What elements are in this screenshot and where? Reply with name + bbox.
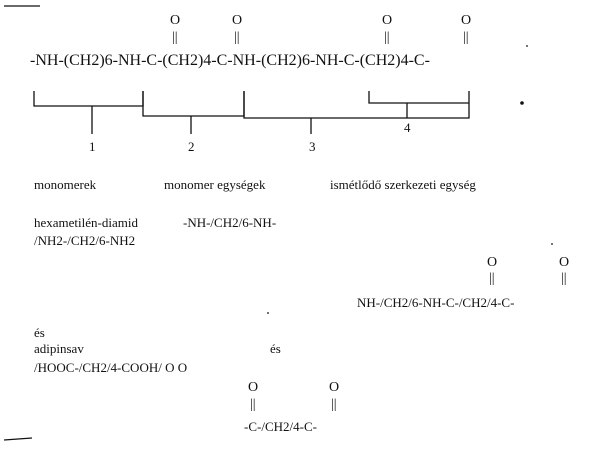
adipic-unit-formula: -C-/CH2/4-C-: [244, 419, 317, 434]
double-bond: ||: [463, 30, 469, 45]
carbonyl-oxygen: O: [248, 380, 259, 395]
carbonyl-oxygen: O: [559, 255, 570, 270]
bracket-number: 1: [89, 139, 96, 154]
hexamethylenediamine-name: hexametilén-diamid: [34, 215, 138, 230]
bracket-number: 3: [309, 139, 316, 154]
double-bond: ||: [489, 271, 495, 286]
carbonyl-oxygen: O: [487, 255, 498, 270]
stray-dot: [551, 243, 553, 245]
adipic-acid-name: adipinsav: [34, 341, 84, 356]
carbonyl-oxygen: O: [170, 13, 181, 28]
stray-dot: [267, 312, 269, 314]
bracket-3: [243, 91, 470, 119]
stray-dot: [520, 101, 524, 105]
hexamethylenediamine-unit: -NH-/CH2/6-NH-: [183, 215, 277, 230]
double-bond: ||: [384, 30, 390, 45]
double-bond: ||: [172, 30, 178, 45]
bracket-number: 4: [404, 120, 411, 135]
bracket-1: [33, 91, 144, 107]
carbonyl-oxygen: O: [382, 13, 393, 28]
double-bond: ||: [561, 271, 567, 286]
double-bond: ||: [331, 397, 337, 412]
carbonyl-oxygen: O: [461, 13, 472, 28]
conjunction-and: és: [270, 341, 281, 356]
polymer-chain: -NH-(CH2)6-NH-C-(CH2)4-C-NH-(CH2)6-NH-C-…: [30, 52, 430, 69]
adipic-acid-formula: /HOOC-/CH2/4-COOH/ O O: [34, 360, 188, 375]
double-bond: ||: [250, 397, 256, 412]
label-monomer-units: monomer egységek: [164, 177, 266, 192]
stray-dot: [526, 45, 528, 47]
repeat-unit-formula: NH-/CH2/6-NH-C-/CH2/4-C-: [357, 295, 515, 310]
conjunction-and: és: [34, 325, 45, 340]
hexamethylenediamine-formula: /NH2-/CH2/6-NH2: [34, 233, 136, 248]
corner-mark-bottom: [3, 437, 33, 441]
bracket-4: [368, 91, 469, 104]
label-monomers: monomerek: [34, 177, 97, 192]
bracket-2: [142, 91, 245, 117]
double-bond: ||: [234, 30, 240, 45]
carbonyl-oxygen: O: [329, 380, 340, 395]
label-repeat-unit: ismétlődő szerkezeti egység: [330, 177, 476, 192]
carbonyl-oxygen: O: [232, 13, 243, 28]
bracket-number: 2: [188, 139, 195, 154]
